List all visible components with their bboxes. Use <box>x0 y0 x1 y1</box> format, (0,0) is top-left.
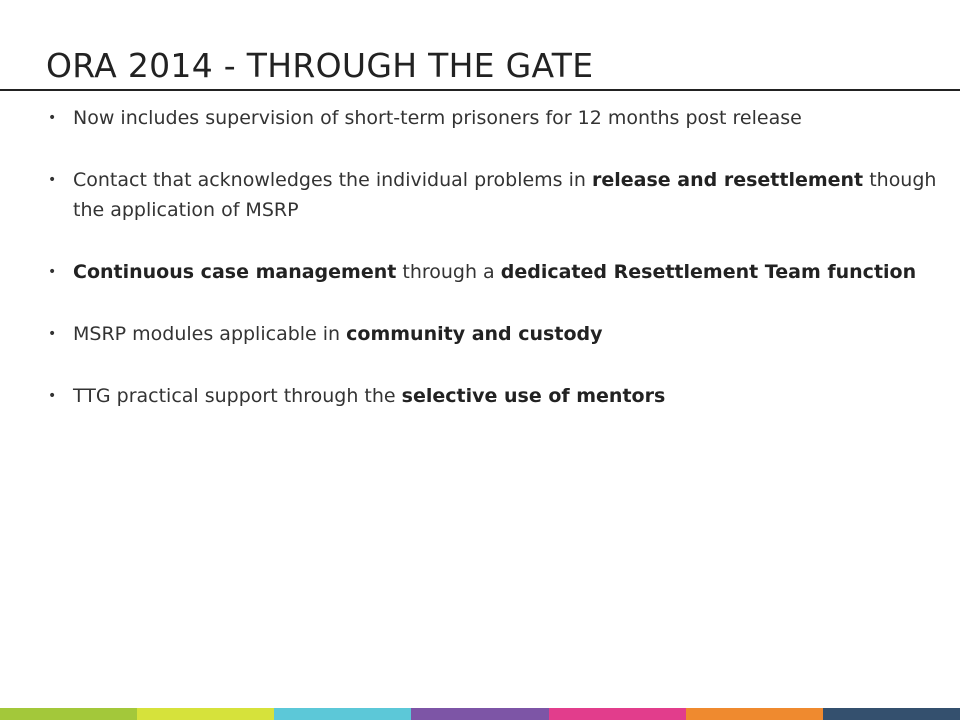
bullet-text: TTG practical support through the <box>73 385 402 407</box>
footer-color-segment <box>274 708 412 720</box>
footer-color-segment <box>822 708 960 720</box>
footer-color-bar <box>0 708 960 720</box>
footer-color-segment <box>411 708 549 720</box>
bullet-item: • Now includes supervision of short-term … <box>48 103 938 133</box>
bullet-item: • TTG practical support through the selec… <box>48 381 938 411</box>
bullet-text: through a <box>396 261 501 283</box>
bullet-dot-icon: • <box>48 264 57 280</box>
bullet-text: Contact that acknowledges the individual… <box>73 169 592 191</box>
bullet-emphasis-text: dedicated Resettlement Team function <box>500 261 917 283</box>
bullet-emphasis-text: release and resettlement <box>591 169 864 191</box>
bullet-text: Now includes supervision of short-term p… <box>73 107 802 129</box>
title-underline <box>0 89 960 91</box>
bullet-dot-icon: • <box>48 110 57 126</box>
bullet-list: • Now includes supervision of short-term … <box>48 103 938 443</box>
bullet-text: MSRP modules applicable in <box>73 323 347 345</box>
slide-title: ORA 2014 - THROUGH THE GATE <box>46 46 594 85</box>
footer-color-segment <box>685 708 823 720</box>
bullet-item: • Contact that acknowledges the individua… <box>48 165 938 225</box>
bullet-emphasis-text: selective use of mentors <box>401 385 666 407</box>
bullet-emphasis-text: Continuous case management <box>73 261 397 283</box>
bullet-emphasis-text: community and custody <box>346 323 603 345</box>
bullet-dot-icon: • <box>48 326 57 342</box>
bullet-dot-icon: • <box>48 388 57 404</box>
footer-color-segment <box>137 708 275 720</box>
footer-color-segment <box>0 708 138 720</box>
bullet-dot-icon: • <box>48 172 57 188</box>
bullet-item: • Continuous case management through a de… <box>48 257 938 287</box>
bullet-item: • MSRP modules applicable in community an… <box>48 319 938 349</box>
bullet-text: though the application of MSRP <box>73 169 937 221</box>
footer-color-segment <box>548 708 686 720</box>
